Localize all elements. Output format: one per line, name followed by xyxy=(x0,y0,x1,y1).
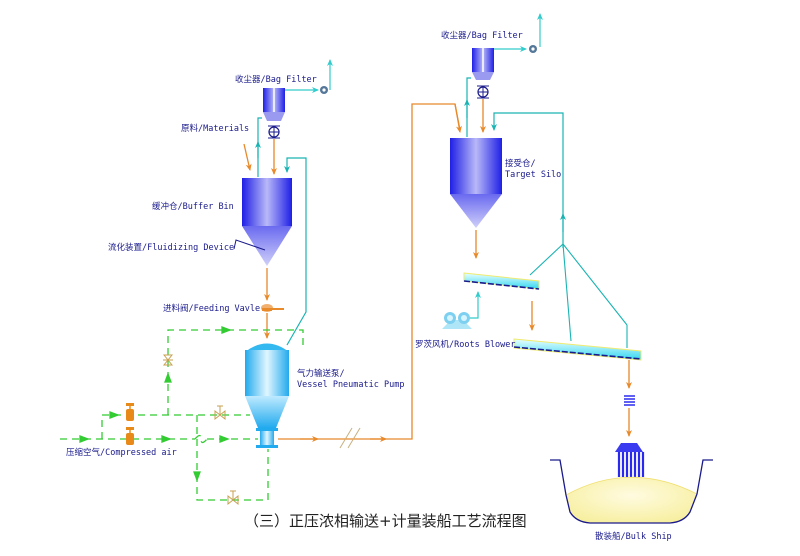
bag-filter-2 xyxy=(472,48,494,80)
pipeline-break-mark xyxy=(339,427,361,449)
fluidizing-device-pointer xyxy=(233,239,266,251)
bulk-ship xyxy=(550,459,713,524)
air-flow-arrows xyxy=(79,326,232,482)
buffer-bin-label: 缓冲仓/Buffer Bin xyxy=(152,201,234,212)
bag-filter-2-label: 收尘器/Bag Filter xyxy=(441,30,523,41)
feeding-valve-icon xyxy=(261,304,284,312)
exhaust-fan-2-icon xyxy=(529,45,537,53)
vessel-pneumatic-pump xyxy=(245,343,289,448)
air-valve-lower-icon xyxy=(126,427,134,445)
vent-branch-lines xyxy=(529,243,628,348)
air-valve-upper-icon xyxy=(126,403,134,421)
weighing-scale-icon xyxy=(624,395,635,407)
roots-blower-label: 罗茨风机/Roots Blower xyxy=(415,339,516,350)
rotary-valve-1-icon xyxy=(268,125,280,139)
ship-loader-spout xyxy=(615,443,645,477)
feeding-valve-label: 进料阀/Feeding Vavle xyxy=(163,303,260,314)
bag-filter-1-label: 收尘器/Bag Filter xyxy=(235,74,317,85)
buffer-bin xyxy=(242,178,292,266)
materials-input-line xyxy=(243,143,252,171)
manual-valve-vertical-icon xyxy=(162,354,174,366)
target-silo-label-en: Target Silo xyxy=(505,170,561,180)
vent-return-line xyxy=(491,112,564,248)
roots-blower-icon xyxy=(442,312,472,329)
manual-valve-bottom-icon xyxy=(227,490,239,506)
target-silo-label-cn: 接受仓/ xyxy=(505,158,536,169)
bag-filter-1 xyxy=(263,88,285,121)
return-line-pump-to-bin xyxy=(284,157,307,346)
bulk-ship-label: 散装船/Bulk Ship xyxy=(595,531,672,542)
fluidizing-device-label: 流化装置/Fluidizing Device xyxy=(108,242,234,253)
pipeline-arrow-3 xyxy=(454,103,462,133)
rotary-valve-2-icon xyxy=(477,85,489,99)
conveyor-belt-2 xyxy=(513,338,642,361)
vessel-pump-label-en: Vessel Pneumatic Pump xyxy=(297,380,404,390)
vessel-pump-label-cn: 气力输送泵/ xyxy=(297,368,345,379)
conveyor-belt-1 xyxy=(463,272,540,290)
target-silo xyxy=(450,138,502,228)
blower-air-line xyxy=(470,291,481,319)
materials-label: 原料/Materials xyxy=(181,123,249,134)
compressed-air-label: 压缩空气/Compressed air xyxy=(66,447,177,458)
diagram-title: （三）正压浓相输送+计量装船工艺流程图 xyxy=(244,512,527,530)
manual-valve-middle-icon xyxy=(214,405,226,421)
exhaust-fan-1-icon xyxy=(320,86,328,94)
